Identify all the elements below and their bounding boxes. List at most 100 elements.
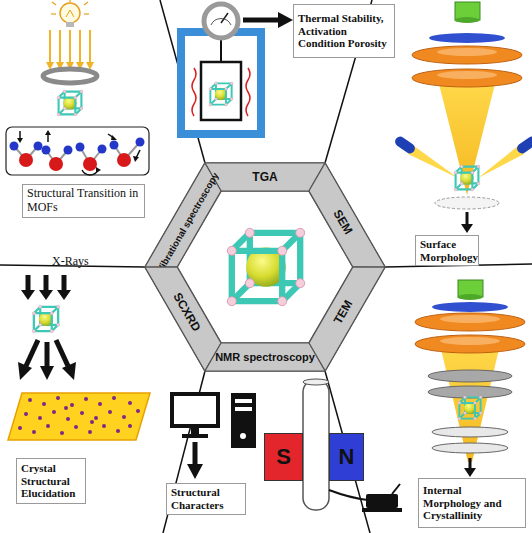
detector-plate [88,430,92,434]
light-rays [79,30,81,64]
light-bulb [66,10,74,17]
vibration-arrow [96,167,101,173]
result-arrow [278,12,293,28]
oxygen-atom [83,157,97,171]
sem-column [408,146,458,178]
light-rays [69,30,71,64]
technique-band: NMR spectroscopy [205,343,325,371]
outcome-box: Structural Characters [166,483,246,515]
vibration-arrow [17,138,23,143]
light-rays [49,30,51,64]
mof-cube [57,90,83,116]
diffraction-arrow [56,340,68,366]
vibration-arrow [19,131,21,139]
result-arrow [187,464,203,479]
detector-plate [24,412,28,416]
detector-plate [18,396,140,435]
spectrometer [329,490,368,500]
spectrometer [366,494,398,508]
xray-arrow [21,290,35,300]
diffraction-arrow [62,362,76,380]
detector-plate [98,402,102,406]
tem-column [458,294,483,300]
magnet-pole: N [329,433,364,481]
oxygen-atom [49,157,63,171]
spectrometer [362,508,402,512]
outcome-text: Internal Morphology and Crystallinity [423,484,521,522]
oxygen-atom [19,153,131,171]
computer [191,428,199,434]
mof-cube [454,165,480,191]
detector-plate [102,424,106,428]
light-bulb [84,13,89,14]
outcome-box: Crystal Structural Elucidation [16,458,86,504]
sem-column [437,48,497,56]
result-arrow [466,212,469,226]
hydrogen-atom [34,142,43,151]
detector-plate [128,424,132,428]
tem-column [428,370,512,382]
light-bulb [51,0,89,27]
sem-column [393,2,532,209]
balance-gauge [204,4,238,38]
heat-wave [192,68,196,116]
nmr-tube [303,379,329,510]
detector-plate [128,401,132,405]
diffraction-arrow [45,342,50,368]
sem-column [478,146,524,178]
band-shape [205,163,325,191]
sem-column [412,69,522,87]
outcome-text: Surface Morphology [420,238,474,263]
computer [231,393,256,448]
detector-plate [18,426,22,430]
result-arrow [461,212,473,233]
sem-column [393,135,417,156]
tem-column [415,335,525,353]
hydrogen-atom [64,146,73,155]
balance-gauge [221,13,228,23]
detector-plate [64,406,68,410]
hydrogen-atom [42,146,51,155]
mof-cube [227,228,304,305]
axis-label: X-Rays [52,254,89,269]
pole-letter: S [276,444,291,470]
nmr-tube [303,379,329,385]
detector-plate [46,424,50,428]
detector-plate [80,411,84,415]
diffraction-arrow [18,340,76,380]
outcome-text: Structural Characters [171,486,241,511]
spectrometer [392,484,400,494]
sample-ring [43,69,97,83]
detector-plate [8,393,150,440]
result-arrow [243,18,280,23]
computer [235,407,252,411]
light-rays [59,30,61,64]
computer [174,396,216,424]
light-rays [46,30,94,70]
tem-column [432,443,508,453]
detector-plate [108,410,112,414]
heat-wave [192,68,250,116]
tem-column [415,280,525,462]
computer [170,392,220,428]
nmr-tube [303,380,329,510]
band-label: TGA [252,170,277,184]
tem-column [440,337,500,345]
detector-plate [94,416,98,420]
outcome-box: Internal Morphology and Crystallinity [418,478,526,528]
band-shape [145,163,229,281]
detector-plate [84,397,88,401]
tem-column [432,427,508,437]
sem-column [435,197,499,209]
hydrogen-atom [98,145,107,154]
detector-plate [90,420,94,424]
computer [182,434,208,438]
hydrogen-atom [10,142,19,151]
detector-plate [52,410,56,414]
sem-column [412,46,522,64]
xray-arrow [21,275,71,300]
detector-plate [66,417,70,421]
sem-column [455,17,480,23]
vibration-arrow [47,134,49,142]
